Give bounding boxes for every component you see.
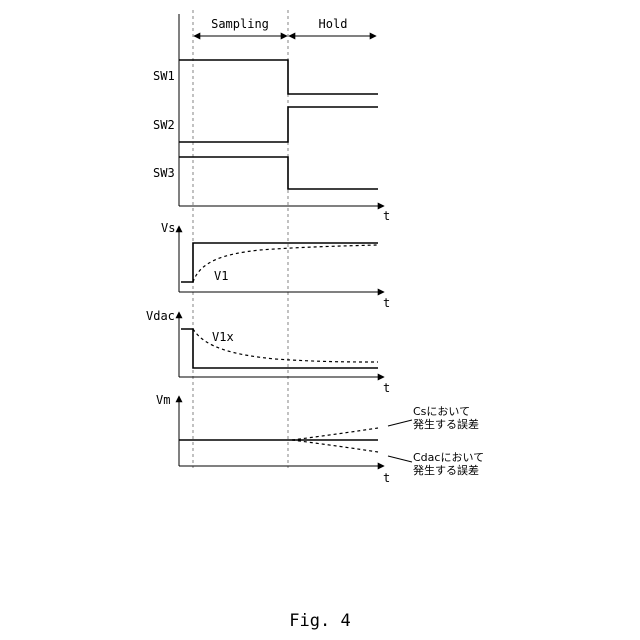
vm-t-label: t <box>383 471 390 485</box>
cdac-error-note-line2: 発生する誤差 <box>413 463 479 477</box>
vs-axis-label: Vs <box>161 221 175 235</box>
sampling-label: Sampling <box>211 17 269 31</box>
vdac-axis-label: Vdac <box>146 309 175 323</box>
cdac-error-leader <box>388 456 412 462</box>
v1-label: V1 <box>214 269 228 283</box>
cdac-error-note-line1: Cdacにおいて <box>413 451 484 464</box>
vdac-t-label: t <box>383 381 390 395</box>
cs-error-note-line2: 発生する誤差 <box>413 417 479 431</box>
sw3-label: SW3 <box>153 166 175 180</box>
cs-error-note-line1: Csにおいて <box>413 405 470 418</box>
sw1-waveform <box>179 60 378 94</box>
cdac-error-curve <box>292 440 378 452</box>
switch-t-label: t <box>383 209 390 223</box>
sw1-label: SW1 <box>153 69 175 83</box>
sw3-waveform <box>179 157 378 189</box>
cs-error-leader <box>388 420 412 426</box>
sw2-waveform <box>179 107 378 142</box>
figure-caption: Fig. 4 <box>289 611 350 631</box>
sw2-label: SW2 <box>153 118 175 132</box>
vs-t-label: t <box>383 296 390 310</box>
cs-error-curve <box>292 428 378 440</box>
hold-label: Hold <box>319 17 348 31</box>
vm-axis-label: Vm <box>156 393 170 407</box>
v1x-label: V1x <box>212 330 234 344</box>
